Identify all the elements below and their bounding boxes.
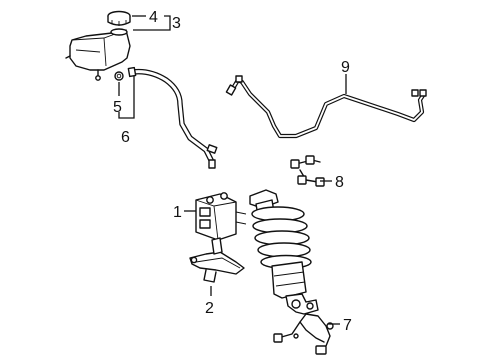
callout-numbers: 4 3 5 6 9 8 1 2 7 (113, 9, 352, 334)
mounting-bracket[interactable] (189, 237, 245, 283)
callout-2: 2 (205, 300, 214, 317)
leader-lines (118, 15, 347, 325)
callout-9: 9 (341, 59, 350, 76)
strut-assembly[interactable] (249, 189, 319, 315)
callout-6: 6 (121, 129, 130, 146)
callout-8: 8 (335, 174, 344, 191)
brake-line-assembly[interactable] (225, 75, 427, 139)
level-sensor[interactable] (290, 155, 325, 187)
callout-5: 5 (113, 99, 122, 116)
callout-1: 1 (173, 204, 182, 221)
callout-3: 3 (172, 15, 181, 32)
sensor-harness[interactable] (273, 313, 334, 355)
reservoir-hose[interactable] (127, 66, 218, 169)
callout-4: 4 (149, 9, 158, 26)
control-module[interactable] (195, 192, 247, 241)
fluid-reservoir[interactable] (65, 28, 131, 81)
reservoir-cap[interactable] (107, 10, 131, 27)
hose-clip[interactable] (114, 71, 124, 81)
callout-7: 7 (343, 317, 352, 334)
